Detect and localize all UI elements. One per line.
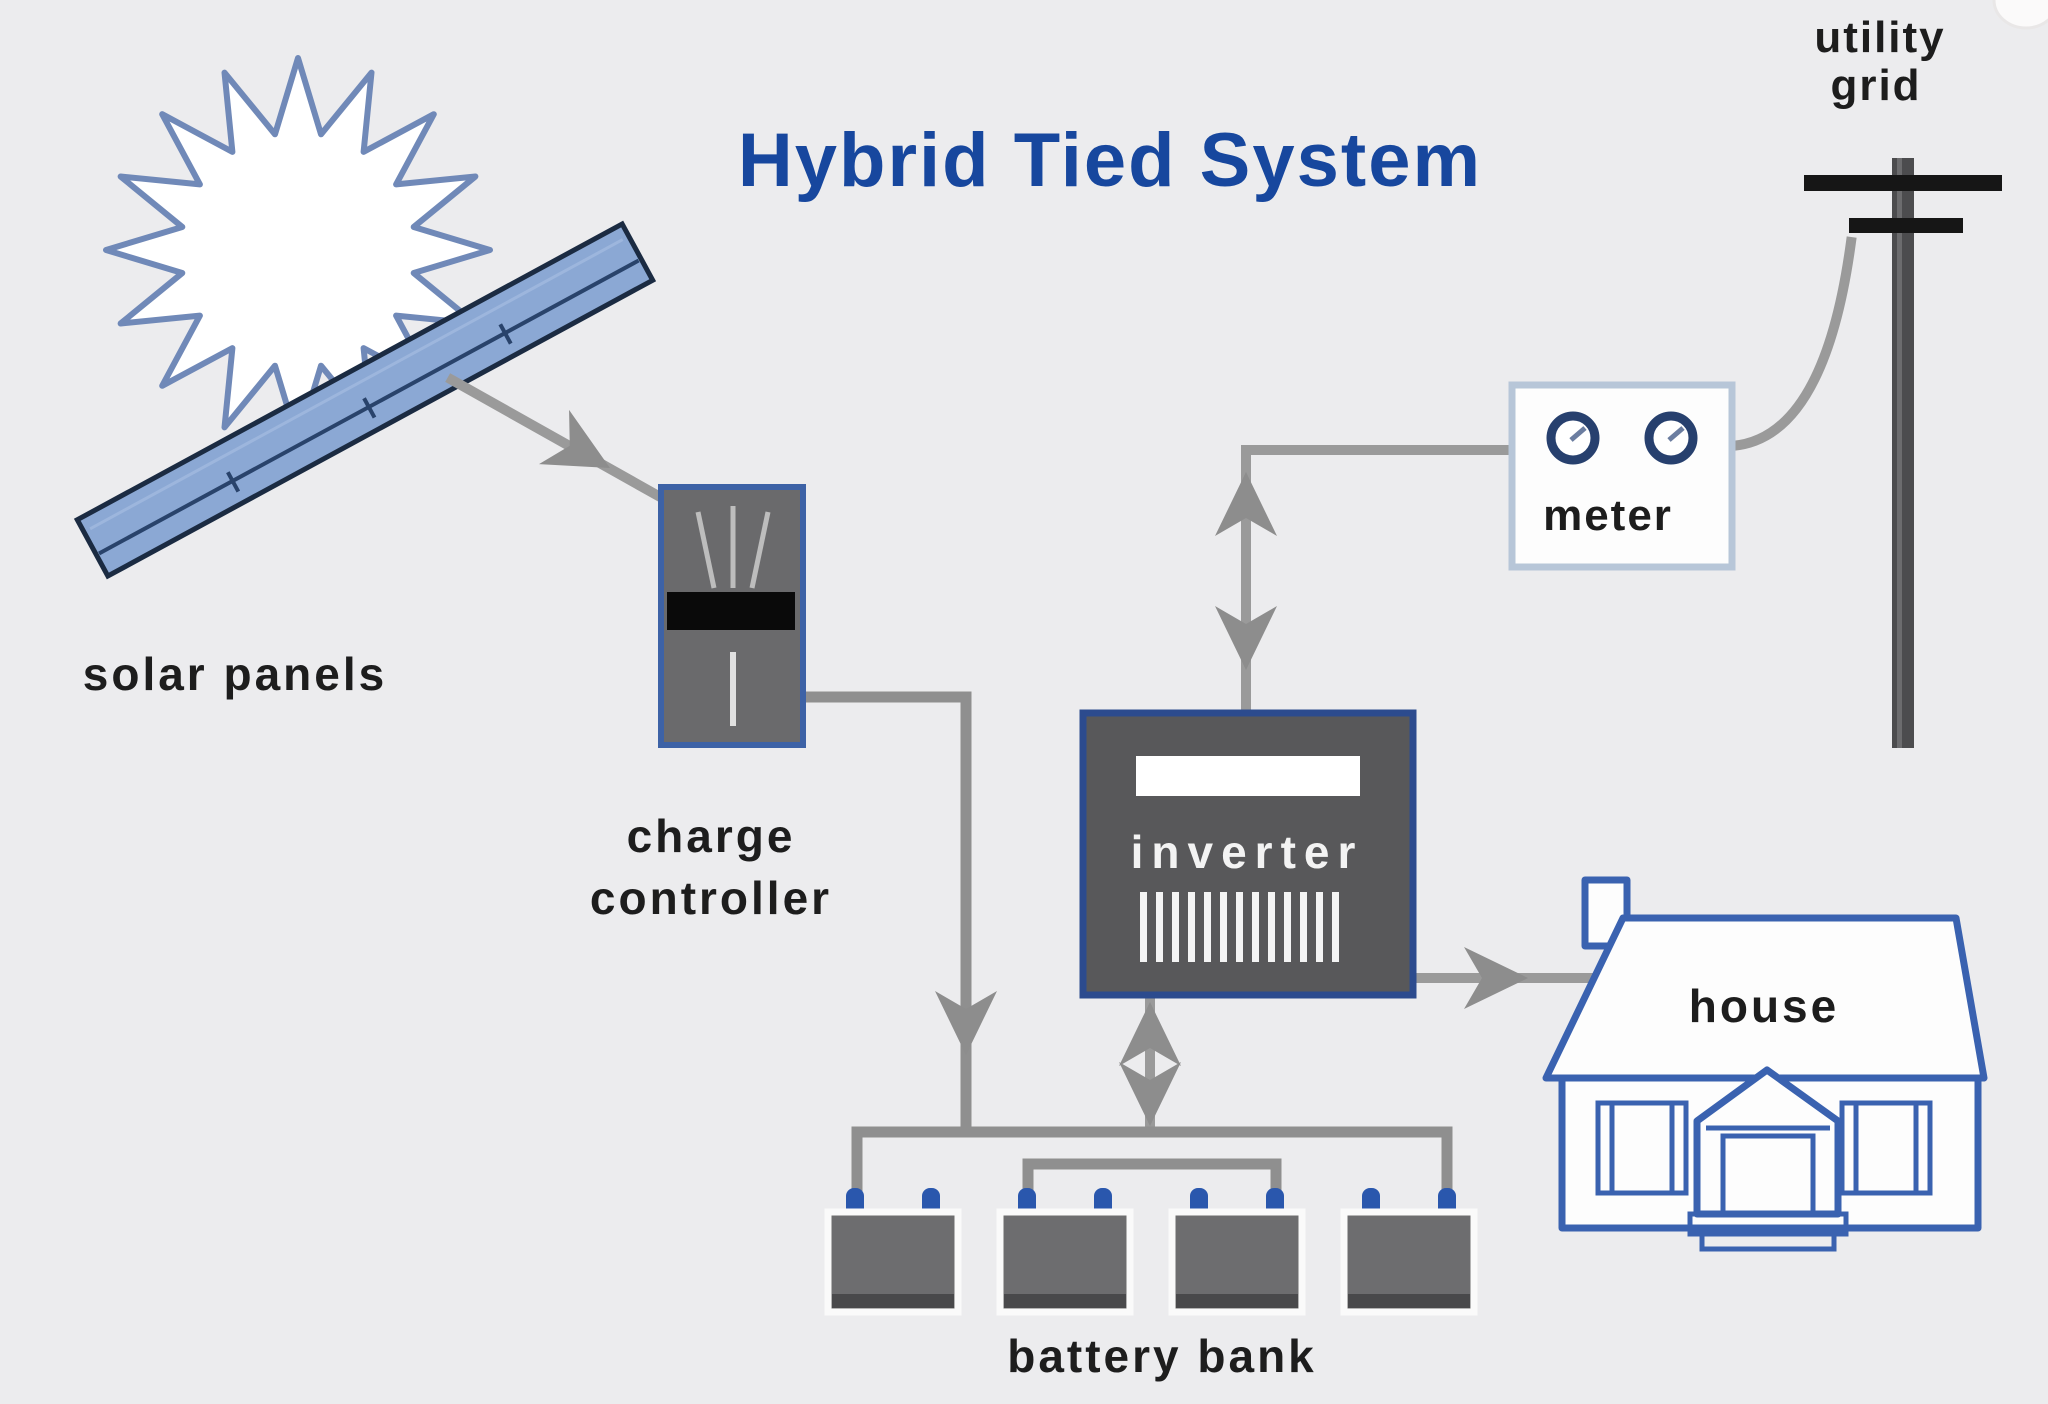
house-icon: house xyxy=(1542,876,1988,1252)
inverter-label: inverter xyxy=(1131,826,1364,878)
inverter-vent-bar xyxy=(1284,892,1291,962)
inverter-vent-bar xyxy=(1252,892,1259,962)
inverter-vent-bar xyxy=(1140,892,1147,962)
charge-controller-label-line2: controller xyxy=(590,872,832,924)
solar-panels-label: solar panels xyxy=(83,648,387,700)
inverter-vent-bar xyxy=(1300,892,1307,962)
meter-box: meter xyxy=(1508,381,1736,571)
decor-circle xyxy=(1992,0,2048,30)
arrow-panels-to-controller xyxy=(445,373,669,505)
inverter-vent-bar xyxy=(1268,892,1275,962)
house-roof xyxy=(1542,914,1988,1082)
charge-controller-label-line1: charge xyxy=(627,810,796,862)
inverter-vent-bar xyxy=(1236,892,1243,962)
wire-meter-to-pole xyxy=(1726,236,1857,452)
wire-controller-to-battery xyxy=(796,691,997,1138)
house-label: house xyxy=(1689,980,1839,1032)
inverter-vent-bar xyxy=(1188,892,1195,962)
inverter-box: inverter xyxy=(1079,709,1417,999)
solar-panel-icon xyxy=(73,220,657,580)
inverter-display-bar xyxy=(1136,756,1360,796)
battery-bank-label: battery bank xyxy=(1007,1330,1317,1382)
page-title: Hybrid Tied System xyxy=(738,118,1482,203)
house-step xyxy=(1699,1231,1837,1252)
house-window-left xyxy=(1595,1100,1689,1196)
inverter-vent-bar xyxy=(1220,892,1227,962)
battery-bodies xyxy=(824,1208,1478,1316)
battery-bus-wiring xyxy=(851,1126,1453,1208)
utility-pole-icon xyxy=(1804,158,2002,748)
arrow-inverter-house xyxy=(1413,947,1597,1009)
arrow-inverter-meter xyxy=(1215,445,1517,720)
utility-grid-label-line2: grid xyxy=(1830,61,1921,110)
pole-crossarm-top xyxy=(1804,175,2002,191)
inverter-vent-bar xyxy=(1156,892,1163,962)
house-window-right xyxy=(1839,1100,1933,1196)
utility-grid-label-line1: utility xyxy=(1814,13,1945,62)
battery-bank xyxy=(824,1188,1478,1316)
inverter-vent-bar xyxy=(1172,892,1179,962)
inverter-vent-bar xyxy=(1332,892,1339,962)
inverter-vent-bar xyxy=(1316,892,1323,962)
meter-label: meter xyxy=(1543,491,1673,540)
pole-crossarm-bottom xyxy=(1849,218,1963,233)
inverter-vents xyxy=(1140,892,1339,962)
charge-controller-box xyxy=(658,484,806,748)
house-door-portico xyxy=(1687,1066,1849,1252)
arrow-inverter-battery xyxy=(1119,991,1181,1135)
inverter-vent-bar xyxy=(1204,892,1211,962)
